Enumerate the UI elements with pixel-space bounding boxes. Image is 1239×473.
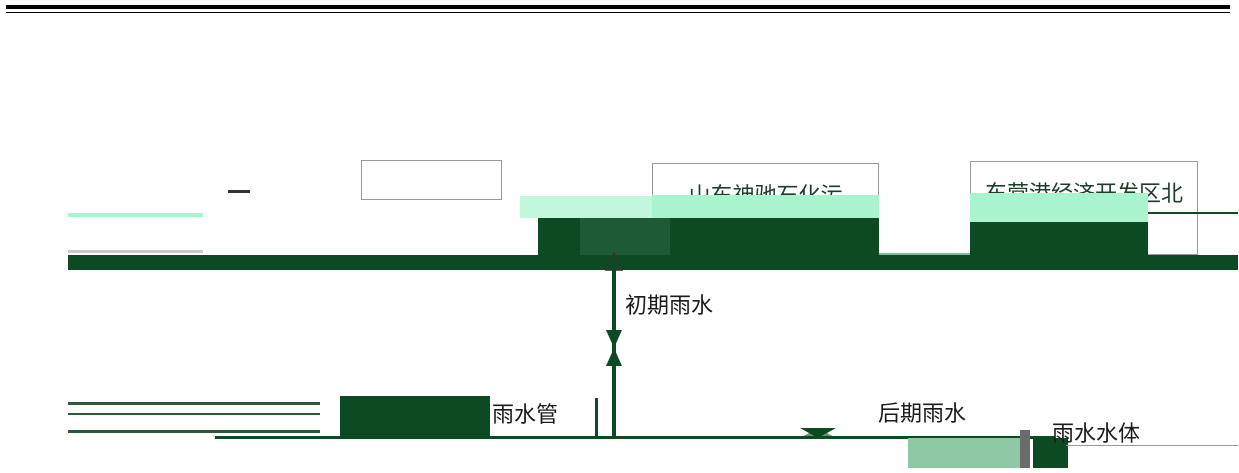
right-box-outlet-line xyxy=(1148,212,1238,214)
bottom-right-outline xyxy=(1066,445,1238,446)
bottom-valve-icon-lower xyxy=(800,428,836,438)
bottom-left-dark-block xyxy=(340,396,490,436)
bottom-left-bracket xyxy=(595,398,598,436)
bottom-left-lines-2 xyxy=(68,413,320,415)
flow-label-initial-rainwater: 初期雨水 xyxy=(625,294,714,319)
left-box-mint-strip xyxy=(520,196,680,218)
valve-lower-icon xyxy=(606,348,622,366)
left-fragment-dash xyxy=(228,190,250,193)
bottom-right-dark-bar xyxy=(1033,438,1068,468)
bottom-right-gray-bar xyxy=(1020,430,1030,468)
main-pipe xyxy=(68,255,1238,270)
bottom-mid-label: 后期雨水 xyxy=(878,402,967,427)
left-fragment-mint xyxy=(68,213,203,217)
left-fragment-gray xyxy=(68,250,203,253)
bottom-left-lines-3 xyxy=(68,430,320,433)
middle-box-inner-block xyxy=(580,218,670,255)
right-box-mint-strip xyxy=(970,193,1148,222)
process-box-left xyxy=(361,160,502,200)
bottom-left-label: 雨水管 xyxy=(492,403,559,428)
valve-upper-icon xyxy=(606,330,622,348)
middle-box-mint-strip xyxy=(652,195,879,221)
main-pipe-highlight xyxy=(840,253,1055,255)
top-rule-thick xyxy=(6,5,1230,9)
bottom-left-lines xyxy=(68,402,320,405)
right-box-dark-block xyxy=(970,222,1148,255)
bottom-right-label: 雨水水体 xyxy=(1052,422,1141,447)
bottom-baseline xyxy=(215,436,1055,439)
top-rule-thin xyxy=(6,12,1230,13)
up-arrowhead-icon xyxy=(604,251,624,271)
bottom-right-mint-block xyxy=(908,438,1023,468)
